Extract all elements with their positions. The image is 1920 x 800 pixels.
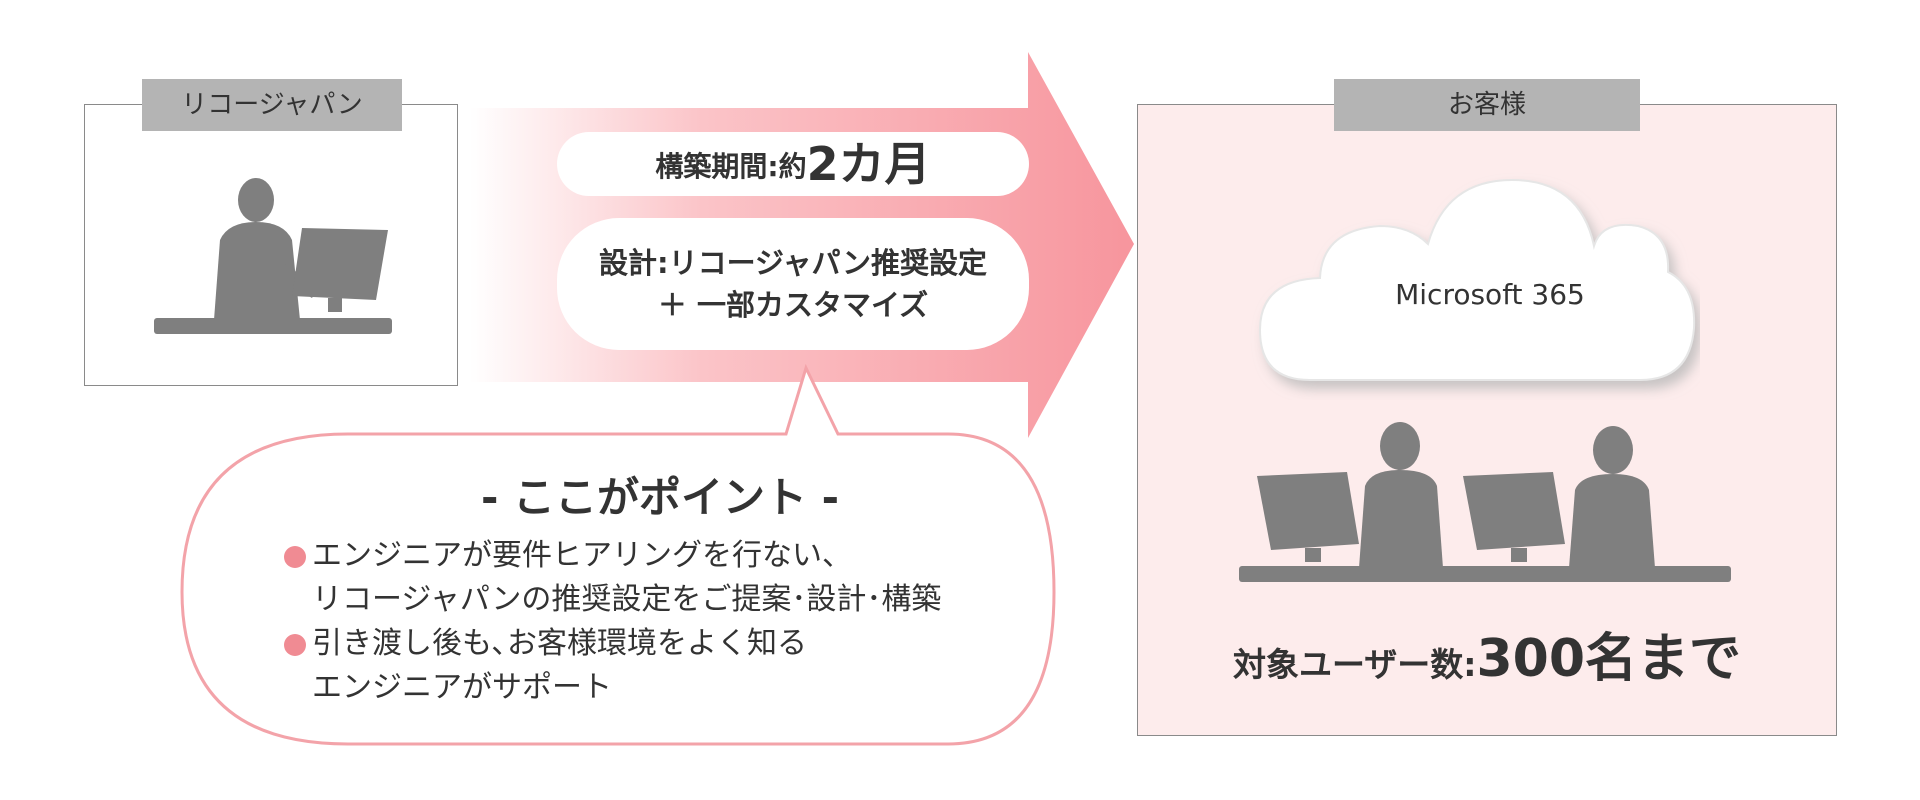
design-pill: 設計:リコージャパン推奨設定 ＋ 一部カスタマイズ	[557, 218, 1029, 350]
engineer-at-desk-icon	[154, 178, 392, 334]
customer-label: お客様	[1334, 79, 1640, 131]
design-line-1: 設計:リコージャパン推奨設定	[598, 246, 988, 280]
build-period-prefix: 構築期間:約	[655, 150, 807, 183]
build-period-pill: 構築期間:約2カ月	[557, 132, 1029, 196]
design-line-2: ＋ 一部カスタマイズ	[657, 288, 929, 322]
user-count: 対象ユーザー数:300名まで	[1160, 616, 1814, 691]
point-item-line: エンジニアが要件ヒアリングを行ない、	[312, 538, 852, 573]
point-title: - ここがポイント -	[480, 473, 840, 522]
point-item: エンジニアが要件ヒアリングを行ない、 リコージャパンの推奨設定をご提案･設計･構…	[282, 534, 1002, 622]
point-item-line: エンジニアがサポート	[312, 670, 612, 705]
point-speech-bubble	[180, 363, 1056, 746]
user-count-value: 300名まで	[1476, 629, 1742, 689]
point-list: エンジニアが要件ヒアリングを行ない、 リコージャパンの推奨設定をご提案･設計･構…	[282, 534, 1002, 710]
build-period-value: 2カ月	[806, 137, 931, 191]
two-users-at-desks-icon	[1239, 422, 1731, 582]
cloud-service-name: Microsoft 365	[1395, 278, 1585, 311]
point-item-line: 引き渡し後も､お客様環境をよく知る	[312, 626, 807, 661]
user-count-prefix: 対象ユーザー数:	[1232, 645, 1477, 684]
point-item-line: リコージャパンの推奨設定をご提案･設計･構築	[312, 582, 942, 617]
point-item: 引き渡し後も､お客様環境をよく知る エンジニアがサポート	[282, 622, 1002, 710]
bullet-dot	[284, 546, 306, 568]
bullet-dot	[284, 634, 306, 656]
provider-label: リコージャパン	[142, 79, 402, 131]
cloud-icon	[1258, 178, 1696, 381]
